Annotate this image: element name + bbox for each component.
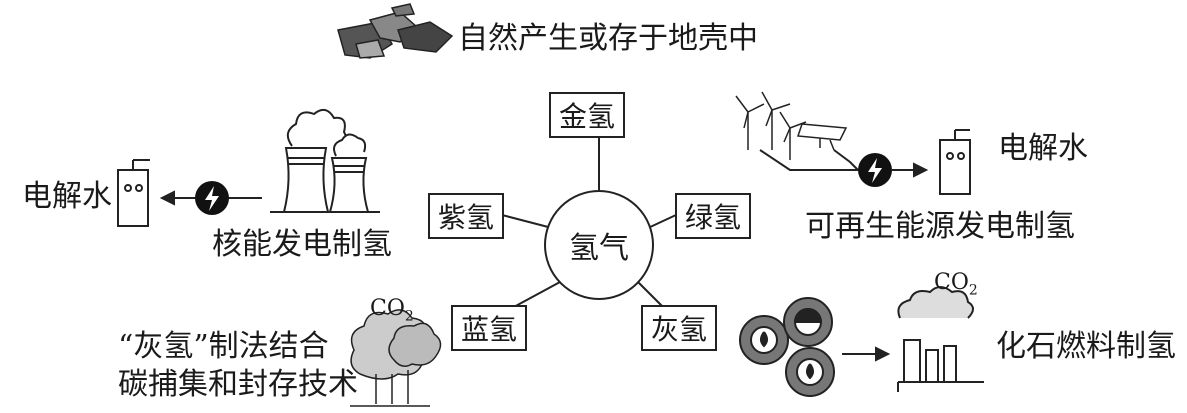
nuclear-caption: 核能发电制氢 [212,227,392,262]
purple-hydrogen-box: 紫氢 [428,193,504,239]
power-icon [858,153,892,187]
green-hydrogen-box: 绿氢 [675,193,751,239]
spokes [501,138,677,309]
co2-label-right: CO2 [934,270,978,299]
solar-panel-icon [796,123,848,151]
hydrogen-center-node: 氢气 [544,190,654,300]
ccs-caption-line2: 碳捕集和封存技术 [118,367,358,402]
blue-hydrogen-box: 蓝氢 [451,305,527,351]
fossil-caption: 化石燃料制氢 [996,329,1176,364]
gray-hydrogen-box: 灰氢 [641,305,717,351]
electrolyzer-icon [939,129,971,195]
wind-turbine-icon [735,91,807,160]
electrolyzer-icon [117,159,150,227]
spoke-blue [511,281,561,309]
electrolysis-right-caption: 电解水 [998,131,1088,166]
factory-icon [897,286,984,392]
electrolysis-left-caption: 电解水 [22,179,112,214]
renewable-lines [759,149,929,178]
co2-label-left: CO2 [370,296,414,325]
natural-caption: 自然产生或存于地壳中 [458,21,758,56]
spoke-gray [637,281,665,309]
oil-well-icon [739,297,835,397]
left-arrow [159,190,262,206]
ccs-caption-line1: “灰氢”制法结合 [118,329,329,364]
tree-icon [350,309,442,407]
fossil-arrow [842,346,891,362]
renewable-caption: 可再生能源发电制氢 [805,209,1075,244]
gold-hydrogen-box: 金氢 [549,92,625,138]
spoke-green [647,214,677,229]
nuclear-plant-icon [270,108,380,213]
spoke-purple [501,214,553,229]
power-icon [195,181,229,215]
rock-icon [337,3,454,59]
